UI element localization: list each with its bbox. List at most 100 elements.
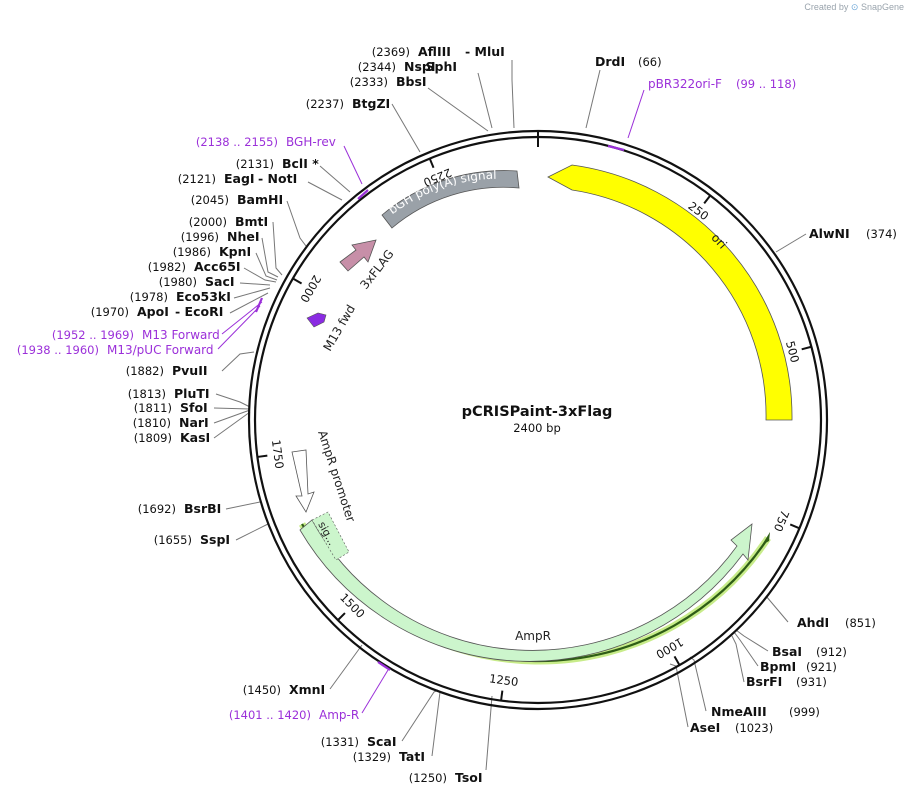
- svg-text:BGH-rev: BGH-rev: [286, 135, 336, 149]
- svg-text:AlwNI: AlwNI: [809, 226, 850, 241]
- enzyme-drdI[interactable]: DrdI (66): [595, 54, 662, 69]
- leader-bclI: [319, 165, 351, 193]
- enzyme-alwnI[interactable]: AlwNI (374): [809, 226, 897, 241]
- feature-bgh-polya[interactable]: [381, 170, 520, 229]
- enzyme-aflIII-mluI[interactable]: (2369) AflIII - MluI: [372, 44, 505, 59]
- primer-bgh-rev[interactable]: (2138 .. 2155) BGH-rev: [196, 135, 336, 149]
- leader-nheI: [261, 237, 279, 278]
- enzyme-sspI[interactable]: (1655) SspI: [154, 532, 230, 547]
- leader-tatI: [431, 691, 441, 757]
- enzyme-bclI[interactable]: (2131) BclI *: [236, 156, 319, 171]
- enzyme-nmeAIII[interactable]: NmeAIII (999): [711, 704, 820, 719]
- enzyme-pvuII[interactable]: (1882) PvuII: [126, 363, 208, 378]
- svg-text:(1331): (1331): [321, 735, 359, 749]
- tick-label-2000: 2000: [297, 273, 324, 305]
- svg-text:(2045): (2045): [191, 193, 229, 207]
- tick-mark-1000: [673, 655, 681, 666]
- svg-text:(1882): (1882): [126, 364, 164, 378]
- feature-m13fwd-arrow[interactable]: [306, 312, 327, 328]
- feature-signal-sequence[interactable]: [311, 511, 350, 561]
- leader-scaI: [401, 689, 439, 742]
- svg-text:- SphI: - SphI: [416, 59, 457, 74]
- enzyme-aseI[interactable]: AseI (1023): [690, 720, 773, 735]
- svg-text:M13 Forward: M13 Forward: [142, 328, 220, 342]
- feature-ori-arrow[interactable]: [547, 164, 793, 421]
- leader-sspI: [235, 523, 269, 541]
- tick-mark-250: [703, 194, 712, 205]
- backbone-outer: [247, 129, 829, 711]
- svg-text:(1811): (1811): [134, 401, 172, 415]
- leader-bsrbI: [225, 501, 261, 510]
- svg-text:(1938 .. 1960): (1938 .. 1960): [17, 343, 99, 357]
- credit-prefix: Created by: [804, 2, 849, 12]
- enzyme-xmnI[interactable]: (1450) XmnI: [243, 682, 325, 697]
- leader-sfoI: [213, 407, 251, 410]
- svg-text:(851): (851): [845, 616, 876, 630]
- enzyme-kpnI[interactable]: (1986) KpnI: [173, 244, 251, 259]
- enzyme-sfoI[interactable]: (1811) SfoI: [134, 400, 208, 415]
- primer-mark-pbr322ori-f: [607, 144, 625, 152]
- leader-ahdI: [765, 595, 789, 623]
- svg-text:(1329): (1329): [353, 750, 391, 764]
- enzyme-bsrfI[interactable]: BsrFI (931): [746, 674, 827, 689]
- tick-label-750: 750: [771, 508, 792, 534]
- svg-text:(2000): (2000): [189, 215, 227, 229]
- tick-mark-2000: [292, 277, 303, 285]
- svg-text:(2333): (2333): [350, 75, 388, 89]
- plasmid-name: pCRISPaint-3xFlag: [462, 404, 613, 420]
- feature-3xflag-arrow[interactable]: [339, 239, 377, 272]
- enzyme-tatI[interactable]: (1329) TatI: [353, 749, 425, 764]
- enzyme-nspI-sphI[interactable]: (2344) NspI - SphI: [358, 59, 457, 74]
- svg-text:BmtI: BmtI: [235, 214, 268, 229]
- feature-m13fwd-label: M13 fwd: [320, 302, 358, 353]
- svg-text:BamHI: BamHI: [237, 192, 283, 207]
- enzyme-bmtI[interactable]: (2000) BmtI: [189, 214, 268, 229]
- enzyme-narI[interactable]: (1810) NarI: [133, 415, 209, 430]
- enzyme-ahdI[interactable]: AhdI (851): [797, 615, 876, 630]
- primer-mark-amp-r: [377, 661, 391, 671]
- enzyme-acc65I[interactable]: (1982) Acc65I: [148, 259, 241, 274]
- primer-m13-forward[interactable]: (1952 .. 1969) M13 Forward: [52, 328, 220, 342]
- svg-text:(374): (374): [866, 227, 897, 241]
- enzyme-btgzI[interactable]: (2237) BtgZI: [306, 96, 390, 111]
- enzyme-scaI[interactable]: (1331) ScaI: [321, 734, 397, 749]
- enzyme-apoI-ecoRI[interactable]: (1970) ApoI - EcoRI: [91, 304, 224, 319]
- enzyme-bamhI[interactable]: (2045) BamHI: [191, 192, 283, 207]
- enzyme-kasI[interactable]: (1809) KasI: [134, 430, 210, 445]
- leader-amp-r: [361, 669, 389, 714]
- leader-m13-puc-forward: [217, 305, 261, 350]
- svg-text:AflIII: AflIII: [418, 44, 451, 59]
- enzyme-bsaI[interactable]: BsaI (912): [772, 644, 847, 659]
- leader-pluTI: [215, 393, 251, 408]
- leader-bsrfI: [731, 635, 745, 683]
- svg-text:BclI *: BclI *: [282, 156, 319, 171]
- leader-narI: [213, 409, 251, 424]
- svg-text:(99 .. 118): (99 .. 118): [736, 77, 796, 91]
- svg-text:pBR322ori-F: pBR322ori-F: [648, 77, 722, 91]
- svg-text:PluTI: PluTI: [174, 386, 210, 401]
- enzyme-tsoI[interactable]: (1250) TsoI: [409, 770, 483, 785]
- enzyme-bbsI[interactable]: (2333) BbsI: [350, 74, 427, 89]
- leader-apoI: [229, 292, 269, 314]
- primer-m13-puc-forward[interactable]: (1938 .. 1960) M13/pUC Forward: [17, 343, 214, 357]
- svg-text:(2131): (2131): [236, 157, 274, 171]
- enzyme-eagI-notI[interactable]: (2121) EagI - NotI: [178, 171, 297, 186]
- primer-leader-lines: [217, 89, 645, 714]
- primer-pbr322ori-f[interactable]: pBR322ori-F (99 .. 118): [648, 77, 796, 91]
- svg-text:PvuII: PvuII: [172, 363, 208, 378]
- svg-text:(1980): (1980): [159, 275, 197, 289]
- feature-ampr-promoter-arrow[interactable]: [291, 449, 315, 513]
- enzyme-sacI[interactable]: (1980) SacI: [159, 274, 235, 289]
- leader-nspI: [477, 72, 493, 129]
- enzyme-pluTI[interactable]: (1813) PluTI: [128, 386, 210, 401]
- enzyme-nheI[interactable]: (1996) NheI: [181, 229, 260, 244]
- leader-drdI: [585, 69, 601, 129]
- leader-tsoI: [485, 695, 493, 771]
- credit-name: SnapGene: [860, 2, 904, 12]
- enzyme-bsrbI[interactable]: (1692) BsrBI: [138, 501, 222, 516]
- enzyme-bpmI[interactable]: BpmI (921): [760, 659, 837, 674]
- leader-bamhI: [286, 200, 307, 247]
- enzyme-eco53kI[interactable]: (1978) Eco53kI: [130, 289, 231, 304]
- feature-ampr-arrow[interactable]: [299, 519, 753, 662]
- primer-amp-r[interactable]: (1401 .. 1420) Amp-R: [229, 708, 359, 722]
